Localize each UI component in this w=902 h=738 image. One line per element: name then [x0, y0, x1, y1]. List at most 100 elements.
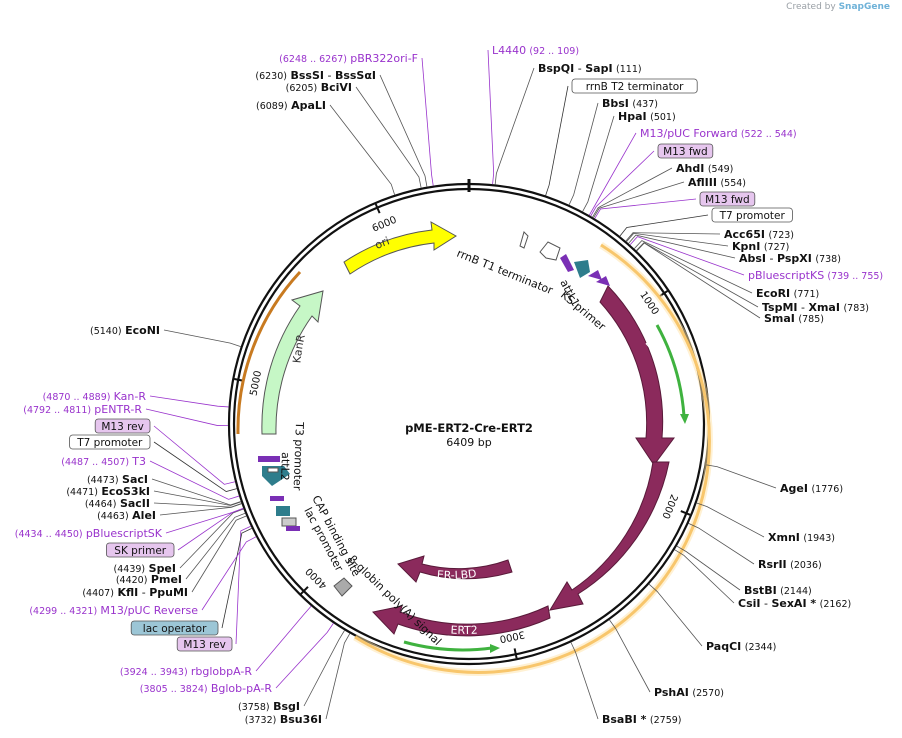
site-name: AhdI [676, 162, 704, 175]
leader-line [165, 507, 244, 534]
snapgene-brand: SnapGene [838, 2, 890, 12]
site-label-acc65i: Acc65I (723) [724, 228, 794, 241]
leader-line [275, 623, 334, 689]
site-pos: (2759) [650, 715, 682, 726]
t3-promoter-label: T3 promoter [291, 421, 306, 491]
small-features-top [519, 231, 610, 286]
site-pos: (6205) [286, 83, 318, 94]
green-arrowhead-ert2-b [490, 644, 500, 653]
primer-range: (739 .. 755) [827, 271, 883, 282]
site-sep: - [766, 252, 777, 265]
leader-line [609, 619, 651, 693]
primer-range: (4487 .. 4507) [61, 457, 129, 468]
leader-line [177, 507, 244, 551]
leader-line [628, 234, 736, 259]
ruler-tick [513, 648, 518, 659]
site-sep: - [138, 586, 149, 599]
site-pos: (4407) [82, 588, 114, 599]
leader-line [593, 181, 685, 218]
leader-line [329, 104, 396, 195]
site-sep: - [324, 69, 335, 82]
leader-line [570, 642, 599, 720]
orange-arc-left [236, 270, 302, 435]
site-name: SpeI [149, 562, 176, 575]
t7-promoter-box-label-box [711, 207, 793, 223]
site-sep: - [574, 62, 585, 75]
site-pos: (2344) [745, 642, 777, 653]
site-name: ApaLI [291, 99, 326, 112]
leader-line [706, 464, 777, 489]
site-label-rbglobpa-r: (3924 .. 3943) rbglobpA-R [120, 665, 253, 678]
site-name: BstBI [744, 584, 777, 597]
rrnb-t1-terminator-label: rrnB T1 terminator [455, 247, 555, 298]
primer-primer: rbglobpA-R [191, 665, 252, 678]
site-pos: (785) [798, 314, 824, 325]
site-label-bbsi: BbsI (437) [602, 97, 658, 110]
m13-rev-primer-label-box [176, 636, 233, 652]
site-pos: (4464) [85, 499, 117, 510]
small-features-left [258, 456, 353, 597]
site-pos: (4439) [114, 564, 146, 575]
site-label-kan-r: (4870 .. 4889) Kan-R [43, 390, 147, 403]
site-name: TspMI [762, 301, 798, 314]
leader-line [153, 441, 237, 492]
m13-fwd-primer-label: M13 fwd [663, 146, 708, 158]
m13-rev-primer-label: M13 rev [183, 639, 226, 651]
site-label-hpai: HpaI (501) [618, 110, 676, 123]
site-name: BssSI [290, 69, 324, 82]
sk-primer-primer-label: SK primer [114, 545, 166, 557]
ruler-tick [300, 586, 309, 595]
t7-promoter-box-label: T7 promoter [719, 210, 786, 222]
primer-primer: Bglob-pA-R [211, 682, 273, 695]
site-label-paqci: PaqCI (2344) [706, 640, 776, 653]
site-pos: (437) [632, 99, 658, 110]
site-name: AgeI [780, 482, 808, 495]
er-lbd-feature [397, 555, 513, 583]
site-pos: (771) [794, 289, 820, 300]
primer-range: (4870 .. 4889) [43, 392, 111, 403]
site-name: HpaI [618, 110, 647, 123]
site-name: SmaI [764, 312, 795, 325]
site-label-ecos3ki: (4471) EcoS3kI [66, 485, 150, 498]
site-label-tspmi: TspMI - XmaI (783) [762, 301, 869, 314]
orange-arc-right-shadow [353, 242, 713, 676]
site-name: Bsu36I [280, 713, 322, 726]
ruler-tick [374, 203, 381, 214]
primer-range: (3924 .. 3943) [120, 667, 188, 678]
green-arrowhead-ert2 [680, 414, 689, 424]
site-name: PshAI [654, 686, 689, 699]
site-name: AflIII [688, 176, 717, 189]
primer-primer: pBluescriptKS [748, 269, 824, 282]
site-label-rsrii: RsrII (2036) [758, 558, 822, 571]
site-name: Acc65I [724, 228, 765, 241]
ruler-tick [680, 510, 691, 516]
site-pos: (1776) [811, 484, 843, 495]
primer-primer: pBluescriptSK [86, 527, 163, 540]
leader-line [594, 198, 697, 219]
site-label-t3: (4487 .. 4507) T3 [61, 455, 146, 468]
leader-line [688, 523, 755, 565]
site-pos: (2162) [820, 599, 852, 610]
rrnb-t2-terminator-box-label-box [571, 78, 698, 94]
site-name: PaqCI [706, 640, 741, 653]
ruler-label: 2000 [659, 492, 679, 520]
ruler-label: 6000 [371, 215, 399, 235]
site-label-bsssi: (6230) BssSI - BssSαI [255, 69, 376, 82]
site-sep: - [760, 597, 771, 610]
site-name: EcoNI [125, 324, 160, 337]
site-label-pshai: PshAI (2570) [654, 686, 724, 699]
primer-range: (6248 .. 6267) [279, 54, 347, 65]
leader-line [163, 329, 241, 348]
leader-line [568, 102, 599, 205]
leader-line [582, 115, 615, 212]
site-name2: PpuMI [149, 586, 188, 599]
site-label-bsgi: (3758) BsgI [238, 700, 300, 713]
site-name: PmeI [151, 573, 182, 586]
lac-operator-label: lac operator [143, 623, 207, 635]
leader-lines [145, 49, 777, 720]
leader-line [676, 545, 741, 591]
leader-line [636, 242, 759, 308]
leader-line [634, 240, 753, 294]
primer-primer: pBR322ori-F [350, 52, 418, 65]
leader-line [590, 150, 655, 217]
